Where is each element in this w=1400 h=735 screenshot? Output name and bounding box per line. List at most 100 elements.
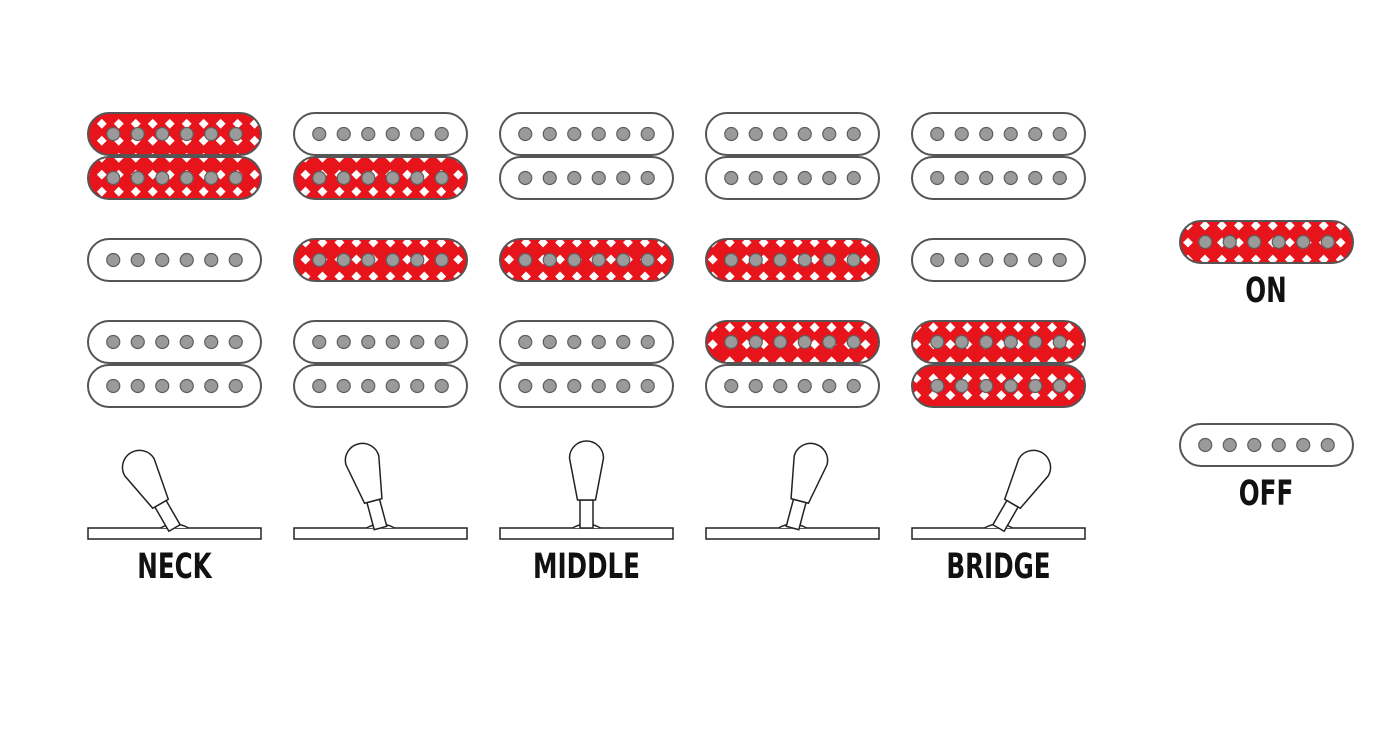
selector-switch-2	[293, 442, 468, 540]
pickup-body	[499, 320, 674, 364]
pole-piece	[361, 252, 376, 268]
pickup-middle	[293, 238, 468, 282]
pole-piece	[434, 126, 449, 142]
legend-off-pickup	[1179, 423, 1354, 467]
pole-piece	[542, 170, 557, 186]
pickup-body	[293, 156, 468, 200]
pickup-body	[499, 238, 674, 282]
pole-piece	[130, 252, 145, 268]
pole-piece	[797, 126, 812, 142]
switch-tip	[568, 440, 605, 501]
pickup-body	[293, 238, 468, 282]
pole-piece	[312, 334, 327, 350]
pole-piece	[542, 126, 557, 142]
pole-piece	[1198, 437, 1213, 453]
pole-piece	[954, 334, 969, 350]
pole-piece	[1003, 170, 1018, 186]
pole-piece	[846, 252, 861, 268]
pole-piece	[846, 126, 861, 142]
pole-piece	[130, 126, 145, 142]
pole-piece	[518, 126, 533, 142]
pole-piece	[773, 170, 788, 186]
pickup-body	[499, 156, 674, 200]
pole-piece	[930, 334, 945, 350]
legend-on-pickup	[1179, 220, 1354, 264]
pickup-bridge-top	[705, 320, 880, 364]
pole-piece	[954, 252, 969, 268]
pole-piece	[361, 334, 376, 350]
pole-piece	[640, 252, 655, 268]
pole-piece	[336, 252, 351, 268]
pole-piece	[312, 378, 327, 394]
pole-piece	[106, 378, 121, 394]
pole-piece	[518, 252, 533, 268]
pole-piece	[748, 126, 763, 142]
pickup-neck-top	[499, 112, 674, 156]
pole-piece	[1052, 334, 1067, 350]
pole-piece	[385, 252, 400, 268]
pole-piece	[204, 126, 219, 142]
pole-piece	[724, 170, 739, 186]
pole-piece	[954, 126, 969, 142]
pole-piece	[591, 378, 606, 394]
pole-piece	[1003, 126, 1018, 142]
pole-piece	[1052, 170, 1067, 186]
switch-base-plate	[293, 527, 468, 540]
pole-piece	[773, 126, 788, 142]
pole-piece	[979, 126, 994, 142]
pole-piece	[1271, 234, 1286, 250]
pole-piece	[155, 378, 170, 394]
pole-piece	[846, 334, 861, 350]
pole-piece	[1222, 437, 1237, 453]
pole-piece	[106, 252, 121, 268]
pickup-body	[293, 320, 468, 364]
pole-piece	[567, 378, 582, 394]
switch-lever	[785, 442, 829, 531]
pole-piece	[773, 334, 788, 350]
pole-piece	[204, 170, 219, 186]
switch-lever	[121, 449, 182, 533]
pickup-bridge-top	[87, 320, 262, 364]
pole-piece	[773, 378, 788, 394]
pole-piece	[410, 334, 425, 350]
legend-off-label: OFF	[1239, 474, 1294, 514]
pole-piece	[1296, 234, 1311, 250]
pole-piece	[822, 378, 837, 394]
switch-tip	[344, 442, 383, 505]
switch-lever	[991, 449, 1052, 533]
pole-piece	[1271, 437, 1286, 453]
legend-on-label: ON	[1245, 271, 1287, 311]
pole-piece	[773, 252, 788, 268]
pole-piece	[567, 126, 582, 142]
pole-piece	[724, 252, 739, 268]
pole-piece	[822, 170, 837, 186]
pickup-body	[499, 112, 674, 156]
pole-piece	[179, 252, 194, 268]
pole-piece	[179, 170, 194, 186]
pole-piece	[748, 252, 763, 268]
pickup-body	[705, 364, 880, 408]
pole-piece	[312, 170, 327, 186]
pickup-body	[705, 238, 880, 282]
pole-piece	[822, 334, 837, 350]
pole-piece	[616, 378, 631, 394]
pole-piece	[336, 378, 351, 394]
pole-piece	[361, 378, 376, 394]
pole-piece	[616, 252, 631, 268]
switch-base-plate	[499, 527, 674, 540]
pole-piece	[228, 378, 243, 394]
selector-switch-4	[705, 442, 880, 540]
pole-piece	[797, 334, 812, 350]
pickup-middle	[499, 238, 674, 282]
pole-piece	[979, 334, 994, 350]
pole-piece	[106, 334, 121, 350]
pole-piece	[204, 334, 219, 350]
pole-piece	[1247, 234, 1262, 250]
pickup-neck-top	[87, 112, 262, 156]
pickup-body	[87, 156, 262, 200]
pole-piece	[1052, 252, 1067, 268]
pole-piece	[1028, 334, 1043, 350]
pole-piece	[130, 378, 145, 394]
pickup-body	[911, 238, 1086, 282]
